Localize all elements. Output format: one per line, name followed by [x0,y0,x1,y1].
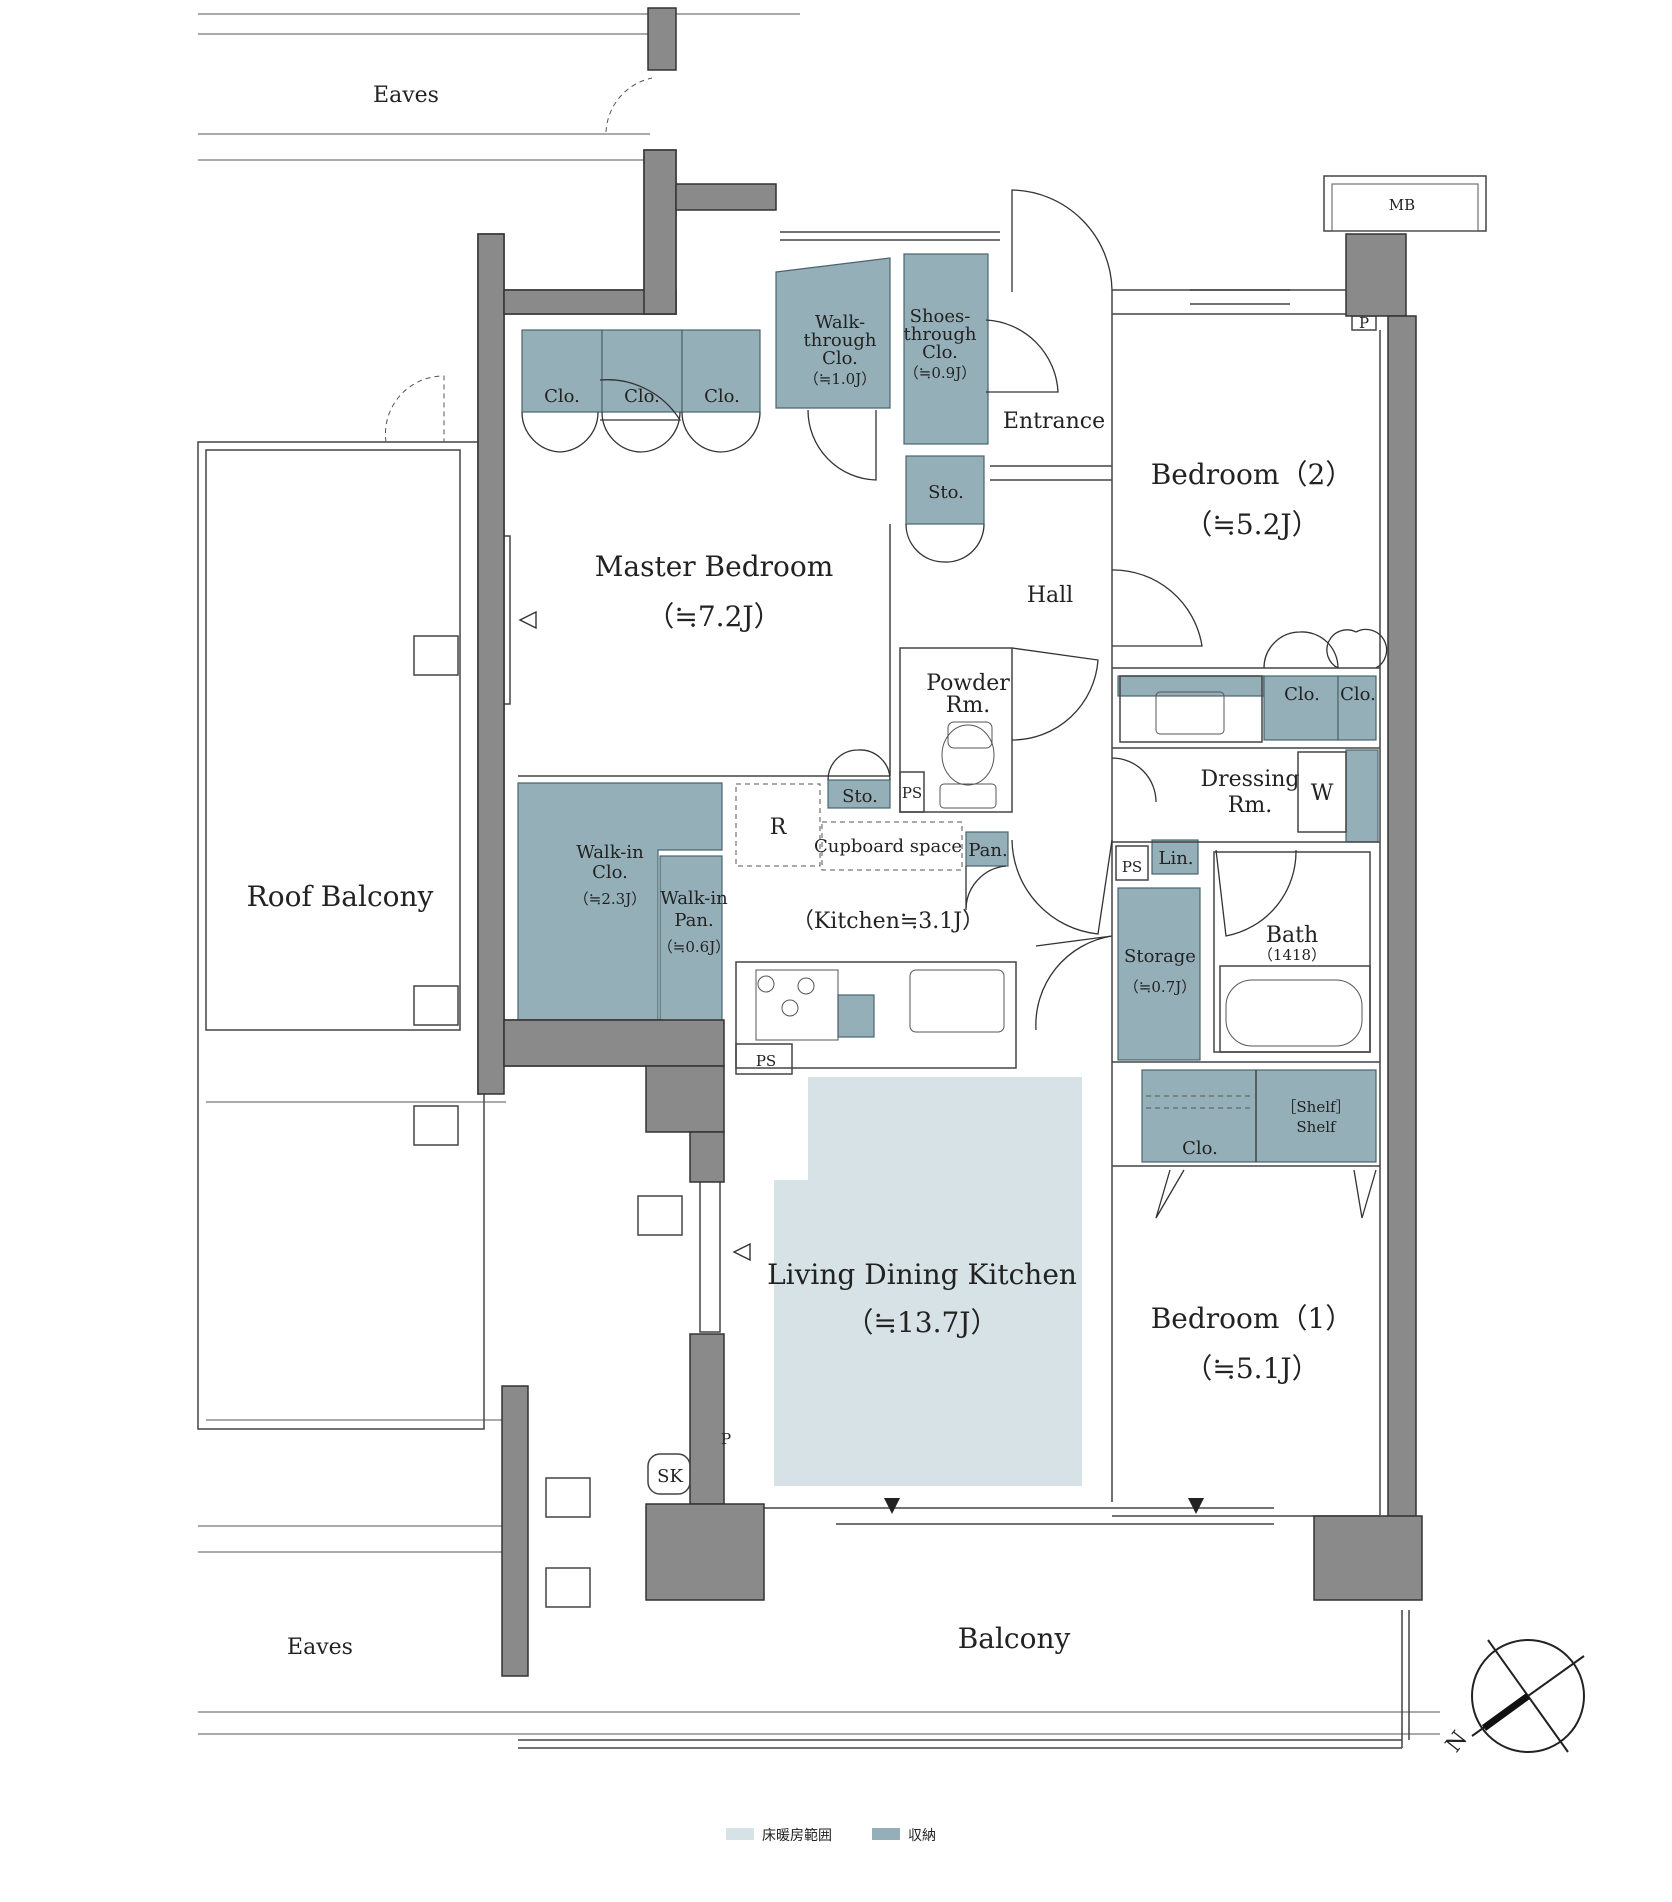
clo-label-3: Clo. [704,386,740,407]
walk-through-label-2: through [804,330,877,351]
doors [384,77,1388,1514]
walk-in-pan-size: （≒0.6J） [658,938,730,956]
clo-label-1: Clo. [544,386,580,407]
walk-through-label-3: Clo. [822,348,858,369]
ps-label-2: PS [1122,858,1142,876]
entrance-label: Entrance [1003,409,1105,434]
shoes-through-label-2: through [904,324,977,345]
bath-label: Bath [1266,923,1318,948]
labels: Eaves Eaves MB Balcony Roof Balcony SK E… [247,83,1473,1757]
roof-balcony-label: Roof Balcony [247,880,434,913]
bedroom1-label: Bedroom（1） [1151,1302,1354,1335]
cupboard-label: Cupboard space [814,836,962,857]
compass [1471,1639,1585,1753]
eaves-top-label: Eaves [373,83,439,108]
walk-in-pan-label-2: Pan. [674,910,713,931]
walk-through-label-1: Walk- [815,312,865,333]
powder-room-label-2: Rm. [946,693,990,718]
shoes-through-size: （≒0.9J） [904,364,976,382]
bedroom2-size: （≒5.2J） [1184,508,1319,541]
master-bedroom-label: Master Bedroom [595,550,834,583]
walk-in-clo-label-1: Walk-in [576,842,644,863]
legend-swatch-storage [872,1828,900,1840]
shelf-label-2: Shelf [1296,1118,1337,1136]
dressing-room-label-2: Rm. [1228,793,1272,818]
clo-label-2: Clo. [624,386,660,407]
ps-label-3: PS [756,1052,776,1070]
ps-label-1: PS [902,784,922,802]
dressing-room-label-1: Dressing [1200,767,1299,792]
bath-size: （1418） [1258,946,1326,964]
clo-label-4: Clo. [1284,684,1320,705]
ldk-size: （≒13.7J） [845,1306,998,1339]
washer-label: W [1311,781,1334,806]
refrigerator-label: R [770,815,788,840]
mb-label: MB [1389,196,1415,214]
balcony-label: Balcony [958,1622,1071,1655]
p-label-1: P [1359,314,1369,332]
walk-in-clo-label-2: Clo. [592,862,628,883]
kitchen-label: （Kitchen≒3.1J） [792,909,984,934]
storage-size: （≒0.7J） [1124,978,1196,996]
clo-label-5: Clo. [1340,684,1376,705]
hall-label: Hall [1027,583,1073,608]
legend: 床暖房範囲 収納 [726,1827,936,1844]
master-bedroom-size: （≒7.2J） [646,600,781,633]
walk-in-pan-label-1: Walk-in [660,888,728,909]
p-label-2: P [721,1430,731,1448]
legend-storage-label: 収納 [908,1828,936,1844]
linen-label: Lin. [1158,848,1193,869]
sto-label-2: Sto. [842,786,878,807]
eaves-bottom-label: Eaves [287,1635,353,1660]
shoes-through-label-1: Shoes- [910,306,971,327]
walls [477,7,1423,1677]
shoes-through-label-3: Clo. [922,342,958,363]
drain-squares [413,635,683,1608]
shelf-label-1: ［Shelf］ [1281,1098,1350,1116]
clo-label-6: Clo. [1182,1138,1218,1159]
storage-areas [517,253,1379,1163]
legend-floor-heating-label: 床暖房範囲 [762,1827,832,1844]
compass-n-label: N [1441,1727,1473,1758]
floor-heating-area [774,1077,1082,1486]
sto-label-1: Sto. [928,482,964,503]
storage-label: Storage [1124,946,1196,967]
sk-label: SK [657,1466,683,1487]
ldk-label: Living Dining Kitchen [767,1258,1077,1291]
walk-through-size: （≒1.0J） [804,370,876,388]
bedroom2-label: Bedroom（2） [1151,458,1354,491]
powder-room-label-1: Powder [926,671,1010,696]
legend-swatch-floor-heating [726,1828,754,1840]
bedroom1-size: （≒5.1J） [1184,1352,1319,1385]
walk-in-clo-size: （≒2.3J） [574,890,646,908]
pan-label: Pan. [968,840,1007,861]
